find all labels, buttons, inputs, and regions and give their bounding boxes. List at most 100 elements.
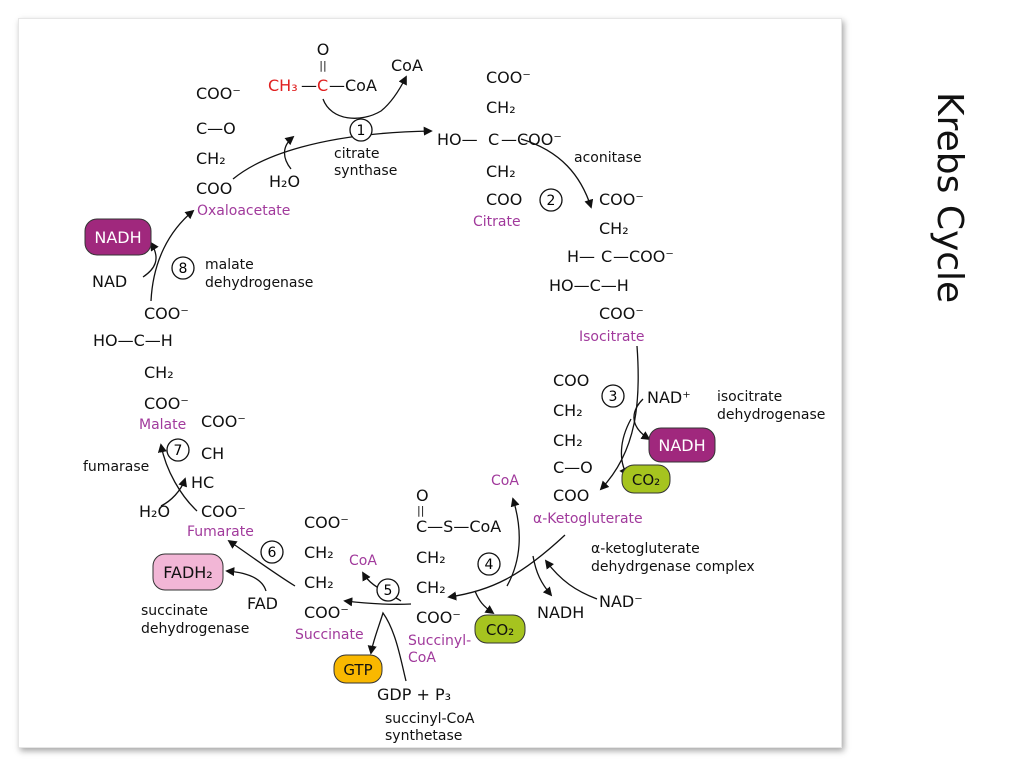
svg-text:CO₂: CO₂ (632, 471, 660, 489)
enzyme-akg-dh-1: α-ketogluterate (591, 541, 700, 557)
co2-badge-step3: CO₂ (621, 464, 671, 494)
succinate-label: Succinate (295, 627, 364, 643)
enzyme-citrate-synthase-2: synthase (334, 163, 397, 179)
fumarate-label: Fumarate (187, 524, 254, 540)
nad-plus-label-step3: NAD⁺ (647, 388, 691, 407)
svg-text:COO: COO (553, 486, 589, 505)
svg-text:COO⁻: COO⁻ (144, 304, 189, 323)
svg-text:3: 3 (609, 389, 618, 405)
svg-text:FADH₂: FADH₂ (163, 563, 212, 582)
svg-text:—CoA: —CoA (329, 76, 377, 95)
arrow-fad-in-step6 (225, 567, 267, 592)
svg-text:COO⁻: COO⁻ (201, 412, 246, 431)
svg-text:COO⁻: COO⁻ (201, 502, 246, 521)
h2o-label-step7: H₂O (139, 502, 170, 521)
enzyme-succinate-dh-1: succinate (141, 603, 208, 619)
svg-text:COO⁻: COO⁻ (304, 603, 349, 622)
step-8-marker: 8 (171, 256, 195, 280)
svg-text:HO—C—H: HO—C—H (549, 276, 629, 295)
enzyme-succinyl-coa-synthetase-2: synthetase (385, 728, 462, 744)
enzyme-labels: citrate synthase aconitase isocitrate de… (83, 146, 825, 744)
svg-text:C—O: C—O (553, 458, 593, 477)
svg-text:CH₂: CH₂ (553, 431, 583, 450)
svg-text:CH₂: CH₂ (486, 98, 516, 117)
gtp-badge: GTP (333, 654, 383, 684)
svg-text:COO: COO (486, 190, 522, 209)
svg-text:1: 1 (357, 123, 366, 139)
step-5-marker: 5 (376, 578, 400, 602)
svg-text:CH₂: CH₂ (304, 573, 334, 592)
svg-text:COO⁻: COO⁻ (486, 68, 531, 87)
svg-text:HO—: HO— (437, 130, 478, 149)
coa-out-label-step5: CoA (349, 553, 377, 569)
svg-text:CH₂: CH₂ (553, 401, 583, 420)
gdp-p-label: GDP + P₃ (377, 685, 451, 704)
enzyme-succinate-dh-2: dehydrogenase (141, 621, 249, 637)
svg-text:COO⁻: COO⁻ (304, 513, 349, 532)
oxaloacetate-structure: COO⁻ C—O CH₂ COO (196, 84, 241, 198)
step-2-marker: 2 (539, 188, 563, 212)
arrow-h2o-in-step1 (283, 135, 295, 170)
svg-text:—: — (301, 76, 317, 95)
svg-text:H—: H— (567, 247, 595, 266)
arrow-succinylcoa-to-succinate (343, 597, 412, 607)
svg-text:2: 2 (547, 193, 556, 209)
enzyme-citrate-synthase-1: citrate (334, 146, 380, 162)
svg-text:O: O (317, 40, 330, 59)
arrow-nad-in-step3 (633, 398, 651, 440)
page-title: Krebs Cycle (929, 92, 970, 304)
svg-text:HO—C—H: HO—C—H (93, 331, 173, 350)
svg-text:NADH: NADH (94, 228, 141, 247)
arrow-co2-out-step4 (474, 590, 495, 615)
enzyme-isocitrate-dh-2: dehydrogenase (717, 407, 825, 423)
coa-out-label-top: CoA (391, 56, 423, 75)
coa-in-label-step4: CoA (491, 473, 519, 489)
arrow-nad-in-step4 (544, 559, 598, 600)
svg-text:C—S—CoA: C—S—CoA (416, 517, 501, 536)
arrow-nadh-out-step8 (142, 241, 159, 278)
enzyme-malate-dh-2: dehydrogenase (205, 275, 313, 291)
oxaloacetate-label: Oxaloacetate (197, 203, 290, 219)
arrow-acetyl-coa-in (322, 75, 407, 119)
arrow-oxaloacetate-to-citrate (232, 126, 433, 180)
svg-text:||: || (417, 504, 424, 517)
ketoglutarate-structure: COO CH₂ CH₂ C—O COO (553, 371, 593, 505)
arrow-gdp-in-step5 (367, 611, 407, 682)
isocitrate-label: Isocitrate (579, 329, 645, 345)
krebs-cycle-diagram: 1 2 3 4 5 6 7 8 O || CH₃ — C —CoA CoA H₂… (83, 40, 825, 744)
succinate-structure: COO⁻ CH₂ CH₂ COO⁻ (304, 513, 349, 622)
nad-minus-label-step4: NAD⁻ (599, 592, 643, 611)
svg-text:GTP: GTP (343, 661, 372, 679)
svg-text:C: C (601, 247, 612, 266)
svg-text:||: || (319, 59, 326, 72)
h2o-label-step1: H₂O (269, 172, 300, 191)
svg-text:CH₃: CH₃ (268, 76, 298, 95)
arrow-succinate-to-fumarate (227, 539, 296, 587)
diagram-frame: 1 2 3 4 5 6 7 8 O || CH₃ — C —CoA CoA H₂… (18, 18, 842, 748)
fad-label: FAD (247, 594, 278, 613)
svg-text:8: 8 (179, 261, 188, 277)
arrow-isocitrate-to-ketoglutarate (599, 345, 639, 491)
svg-text:C: C (488, 130, 499, 149)
enzyme-akg-dh-2: dehydrgenase complex (591, 559, 755, 575)
svg-text:6: 6 (268, 545, 277, 561)
enzyme-aconitase: aconitase (574, 150, 642, 166)
nadh-label-step4: NADH (537, 603, 584, 622)
arrow-h2o-in-step7 (160, 477, 188, 507)
svg-text:CH₂: CH₂ (304, 543, 334, 562)
svg-text:O: O (416, 486, 429, 505)
svg-text:CH: CH (201, 444, 224, 463)
svg-text:4: 4 (485, 557, 494, 573)
svg-text:COO⁻: COO⁻ (144, 394, 189, 413)
step-3-marker: 3 (601, 384, 625, 408)
svg-text:—COO⁻: —COO⁻ (501, 130, 562, 149)
svg-text:CH₂: CH₂ (196, 149, 226, 168)
svg-text:5: 5 (384, 583, 393, 599)
fumarate-structure: COO⁻ CH HC COO⁻ (191, 412, 246, 521)
enzyme-isocitrate-dh-1: isocitrate (717, 389, 782, 405)
svg-text:7: 7 (174, 443, 183, 459)
svg-text:C: C (317, 76, 328, 95)
citrate-structure: COO⁻ CH₂ HO— C —COO⁻ CH₂ COO (437, 68, 562, 209)
isocitrate-structure: COO⁻ CH₂ H— C —COO⁻ HO—C—H COO⁻ (549, 190, 674, 323)
svg-text:COO⁻: COO⁻ (416, 608, 461, 627)
